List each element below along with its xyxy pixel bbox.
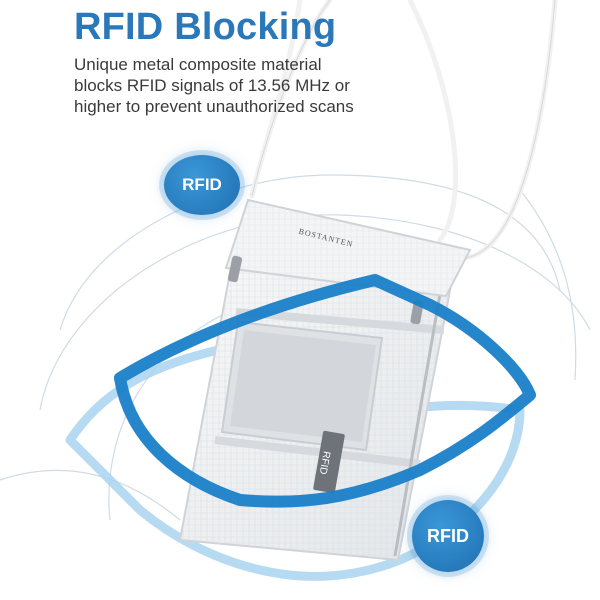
rfid-badge-top: RFID [164, 155, 240, 215]
rfid-badge-top-label: RFID [182, 175, 222, 194]
rfid-badge-bottom-label: RFID [427, 525, 469, 546]
rfid-tag-label: RFID [317, 450, 332, 475]
feature-description: Unique metal composite material blocks R… [74, 55, 354, 116]
headline: RFID Blocking [74, 6, 337, 48]
shield-outline [114, 274, 536, 508]
rfid-badge-bottom: RFID [412, 500, 484, 572]
